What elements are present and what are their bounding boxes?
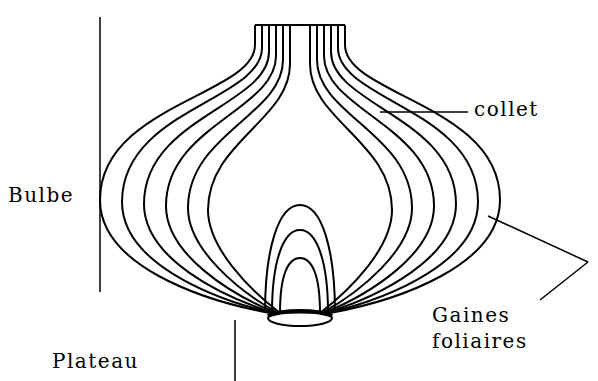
part-label: collet xyxy=(474,96,592,122)
part-label: Plateau xyxy=(52,348,222,374)
part-label: Gaines foliaires xyxy=(432,302,582,354)
part-label: Bulbe xyxy=(8,182,96,208)
